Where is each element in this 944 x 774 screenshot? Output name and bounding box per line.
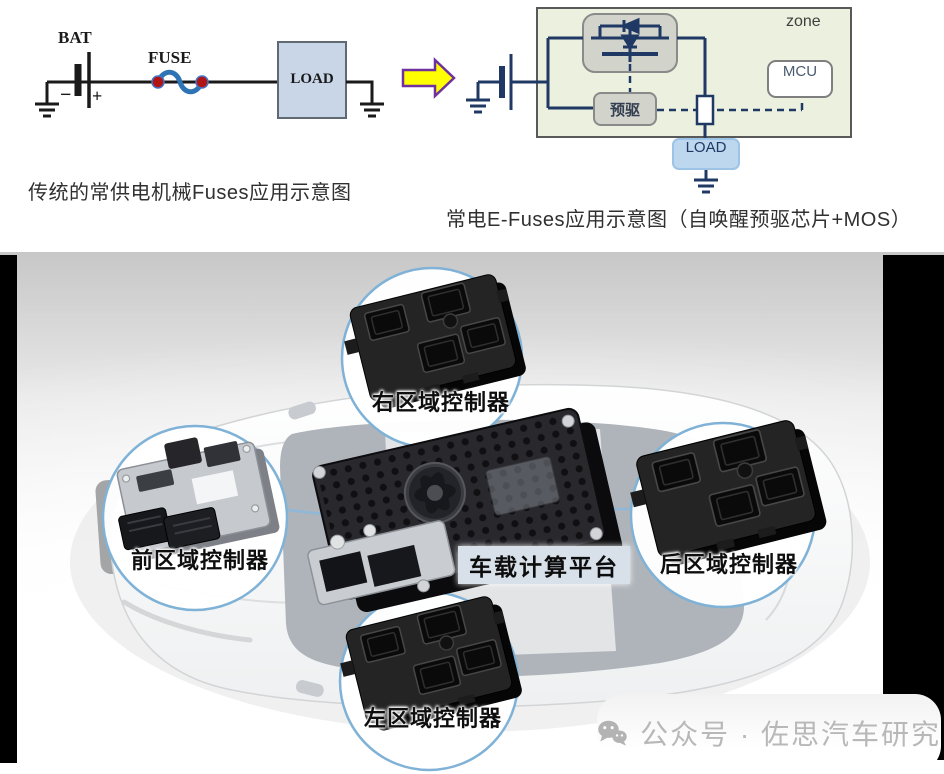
predriver-box: 预驱 [593, 92, 657, 126]
battery-icon [74, 52, 91, 108]
battery-icon [499, 54, 513, 110]
bat-label: BAT [58, 28, 92, 47]
traditional-circuit [35, 41, 384, 119]
wechat-icon [598, 720, 627, 746]
mcu-label: MCU [782, 63, 818, 80]
mcu-box: MCU [767, 60, 833, 98]
traditional-caption: 传统的常供电机械Fuses应用示意图 [28, 182, 352, 204]
battery-plus-label: + [92, 86, 103, 106]
platform-label: 车载计算平台 [458, 546, 630, 584]
load-label: LOAD [290, 71, 334, 87]
arrow-right-icon [401, 57, 456, 99]
vehicle-scene [0, 252, 944, 774]
fuse-label: FUSE [148, 48, 192, 67]
right-black-bar [883, 255, 944, 760]
ground-icon [360, 102, 384, 118]
efuse-caption: 常电E-Fuses应用示意图（自唤醒预驱芯片+MOS） [446, 209, 912, 231]
load-box [277, 41, 347, 119]
battery-minus-label: − [60, 84, 72, 106]
ground-icon [466, 82, 490, 114]
watermark-text: 公众号 · 佐思汽车研究 [640, 719, 941, 750]
load-blue-box: LOAD [672, 138, 740, 170]
zone-controller-label-front: 前区域控制器 [130, 548, 270, 573]
ground-icon [35, 82, 59, 118]
zone-label: zone [786, 13, 821, 30]
zone-controller-label-right: 右区域控制器 [371, 390, 511, 415]
load-blue-label: LOAD [685, 139, 727, 156]
zone-controller-label-left: 左区域控制器 [363, 706, 503, 731]
shunt-resistor [695, 94, 715, 126]
predriver-label: 预驱 [609, 101, 640, 119]
left-black-bar [0, 255, 17, 763]
mosfet-icon [591, 17, 669, 62]
ground-icon [694, 170, 718, 194]
watermark: 公众号 · 佐思汽车研究 [597, 694, 941, 772]
efuse-circuit [466, 7, 852, 194]
signal-dashed-lines [628, 64, 804, 112]
zone-controller-label-rear: 后区域控制器 [659, 552, 799, 577]
fuse-icon [151, 69, 209, 95]
